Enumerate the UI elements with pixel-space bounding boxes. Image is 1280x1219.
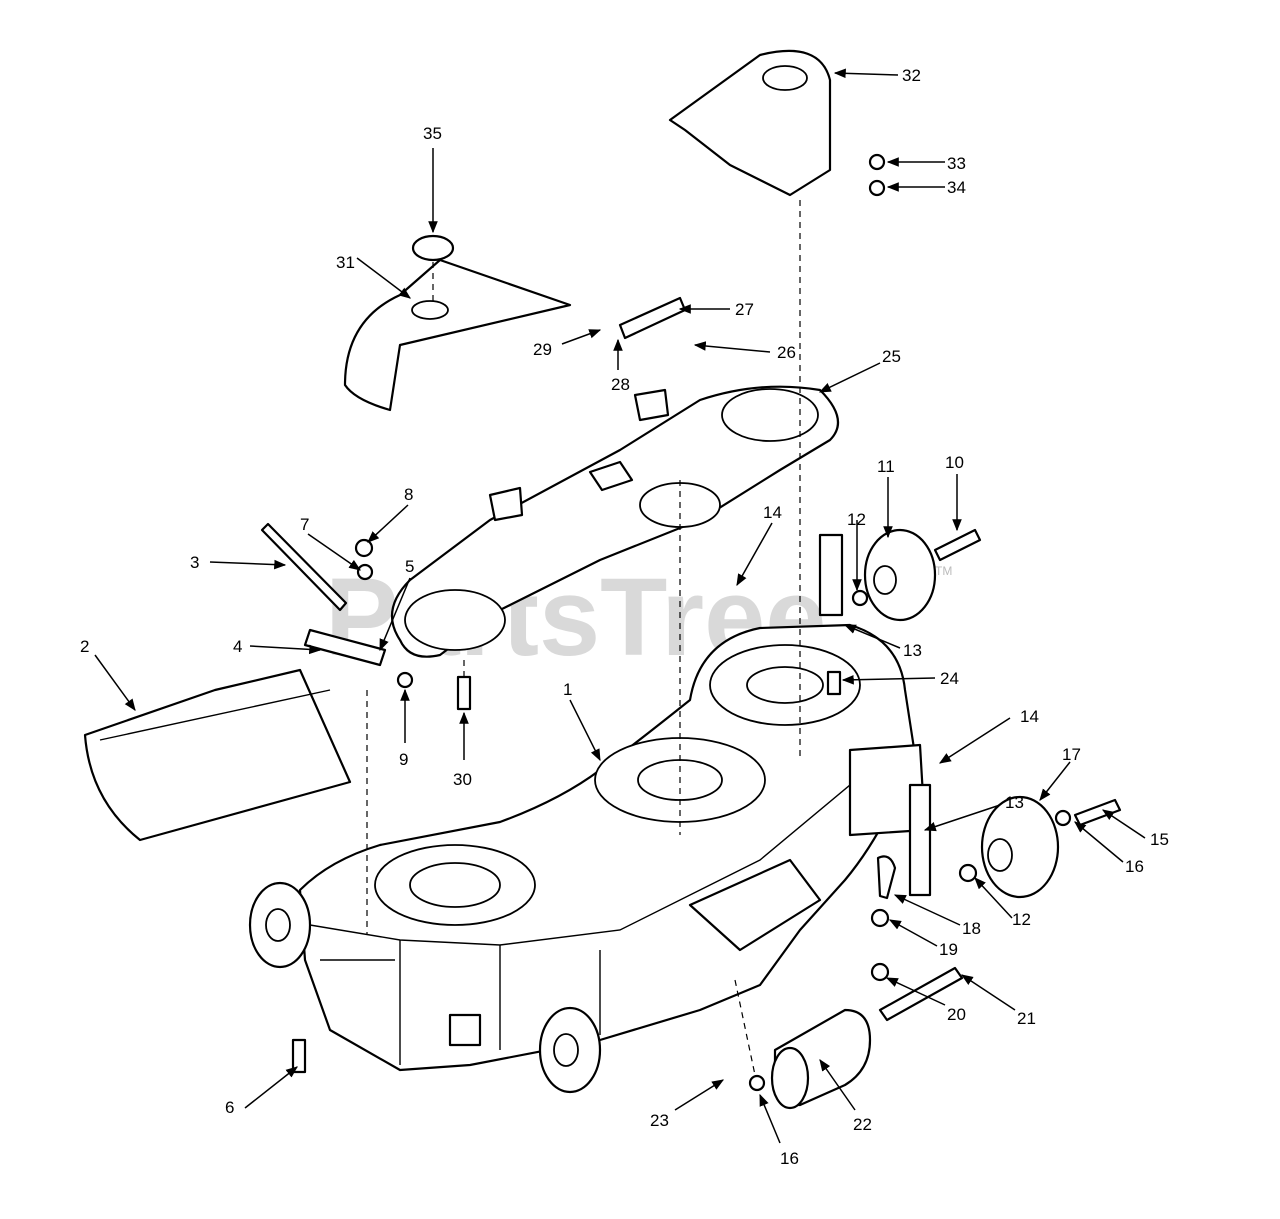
- discharge-chute: [83, 668, 352, 842]
- callout-9: 9: [399, 750, 408, 769]
- callout-32: 32: [902, 66, 921, 85]
- callout-22: 22: [853, 1115, 872, 1134]
- callout-14b: 14: [1020, 707, 1039, 726]
- callout-28: 28: [611, 375, 630, 394]
- callout-10: 10: [945, 453, 964, 472]
- callout-20: 20: [947, 1005, 966, 1024]
- deck-wheel-left: [248, 881, 312, 969]
- callout-5: 5: [405, 557, 414, 576]
- leader-lines: [94, 68, 1146, 1144]
- deck-housing: [298, 623, 917, 1072]
- callout-13b: 13: [1005, 793, 1024, 812]
- assembly-lines: [366, 200, 801, 1076]
- callout-6: 6: [225, 1098, 234, 1117]
- callout-7: 7: [300, 515, 309, 534]
- callout-2: 2: [80, 637, 89, 656]
- callout-11: 11: [877, 457, 895, 476]
- nut-20: [870, 962, 890, 982]
- callout-15: 15: [1150, 830, 1169, 849]
- callout-19: 19: [939, 940, 958, 959]
- washer-7: [356, 563, 374, 581]
- rear-bracket: [688, 743, 932, 952]
- callout-1: 1: [563, 680, 572, 699]
- callout-31: 31: [336, 253, 355, 272]
- gauge-wheel-17: [980, 795, 1060, 899]
- cap-35: [411, 234, 455, 262]
- deck-wheel-center: [538, 1006, 602, 1094]
- washer-34: [868, 179, 886, 197]
- bolt-3: [260, 522, 348, 612]
- washer-12a: [851, 589, 869, 607]
- nut-33: [868, 153, 886, 171]
- nut-16b: [748, 1074, 766, 1092]
- nut-8: [354, 538, 374, 558]
- bolt-6: [291, 1038, 307, 1074]
- bolt-30: [456, 675, 472, 711]
- callout-23: 23: [650, 1111, 669, 1130]
- washer-12b: [958, 863, 978, 883]
- callout-12b: 12: [1012, 910, 1031, 929]
- eyebolt-18: [876, 855, 897, 900]
- callout-14a: 14: [763, 503, 782, 522]
- bolt-15: [1073, 798, 1122, 827]
- bracket-5: [303, 628, 387, 667]
- nut-9: [396, 671, 414, 689]
- callout-34: 34: [947, 178, 966, 197]
- callout-labels: 1 2 3 4 5 6 7 8 9 10 11 12 13 14 14 12 1…: [80, 66, 1169, 1168]
- roller-22: [770, 1008, 872, 1110]
- callout-26: 26: [777, 343, 796, 362]
- callout-13a: 13: [903, 641, 922, 660]
- washer-16a: [1054, 809, 1072, 827]
- callout-18: 18: [962, 919, 981, 938]
- nut-19: [870, 908, 890, 928]
- callout-3: 3: [190, 553, 199, 572]
- callout-4: 4: [233, 637, 242, 656]
- callout-16a: 16: [1125, 857, 1144, 876]
- callout-16b: 16: [780, 1149, 799, 1168]
- callout-21: 21: [1017, 1009, 1036, 1028]
- callout-17: 17: [1062, 745, 1081, 764]
- spring-27: [618, 296, 687, 340]
- callout-27: 27: [735, 300, 754, 319]
- callout-25: 25: [882, 347, 901, 366]
- gauge-wheel-11: [863, 528, 937, 622]
- callout-35: 35: [423, 124, 442, 143]
- belt-cover-31: [343, 258, 572, 412]
- callout-30: 30: [453, 770, 472, 789]
- callout-24: 24: [940, 669, 959, 688]
- callout-12a: 12: [847, 510, 866, 529]
- watermark-tm: TM: [935, 564, 952, 578]
- bolt-10: [933, 528, 982, 562]
- belt-cover-32: [668, 49, 832, 197]
- callout-33: 33: [947, 154, 966, 173]
- top-plate: [390, 385, 840, 658]
- stud-24: [826, 670, 842, 696]
- pin-13-upper: [818, 533, 844, 617]
- callout-29: 29: [533, 340, 552, 359]
- callout-8: 8: [404, 485, 413, 504]
